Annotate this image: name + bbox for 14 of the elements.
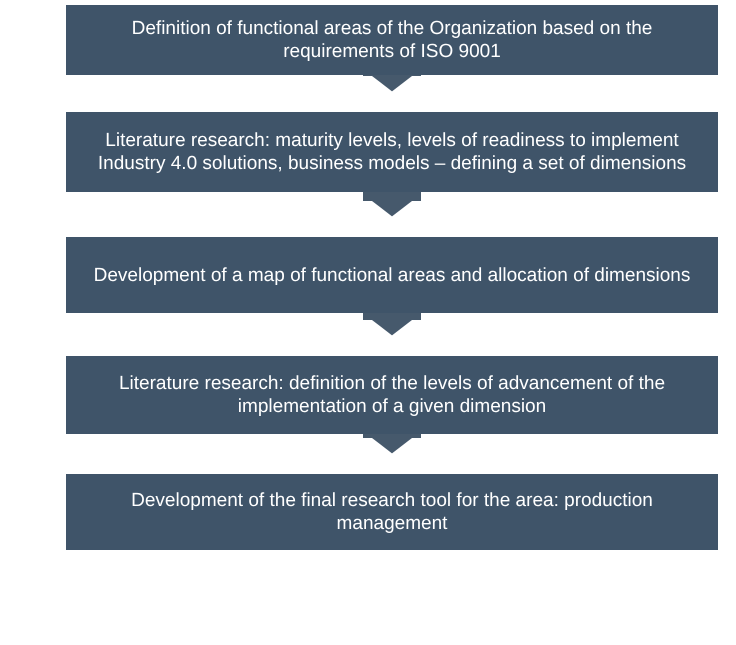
arrow [363, 434, 421, 454]
step-text: Development of the final research tool for the area: production management [130, 489, 654, 535]
arrow [363, 313, 421, 336]
process-box [66, 112, 718, 192]
arrow [363, 192, 421, 216]
step-text: Definition of functional areas of the Organization based on the requirements of ISO 9001 [130, 17, 654, 63]
process-box [66, 356, 718, 434]
arrow [363, 75, 421, 92]
step-text: Development of a map of functional areas and allocation of dimensions [94, 264, 690, 286]
step-text: Literature research: maturity levels, levels of readiness to implement Industry 4.0 solutions, business models – defining a set of dimensions [96, 129, 688, 175]
process-box [66, 474, 718, 550]
process-box [66, 237, 718, 313]
step-text: Literature research: definition of the levels of advancement of the implementation of a given dimension [118, 372, 666, 418]
process-box [66, 5, 718, 75]
